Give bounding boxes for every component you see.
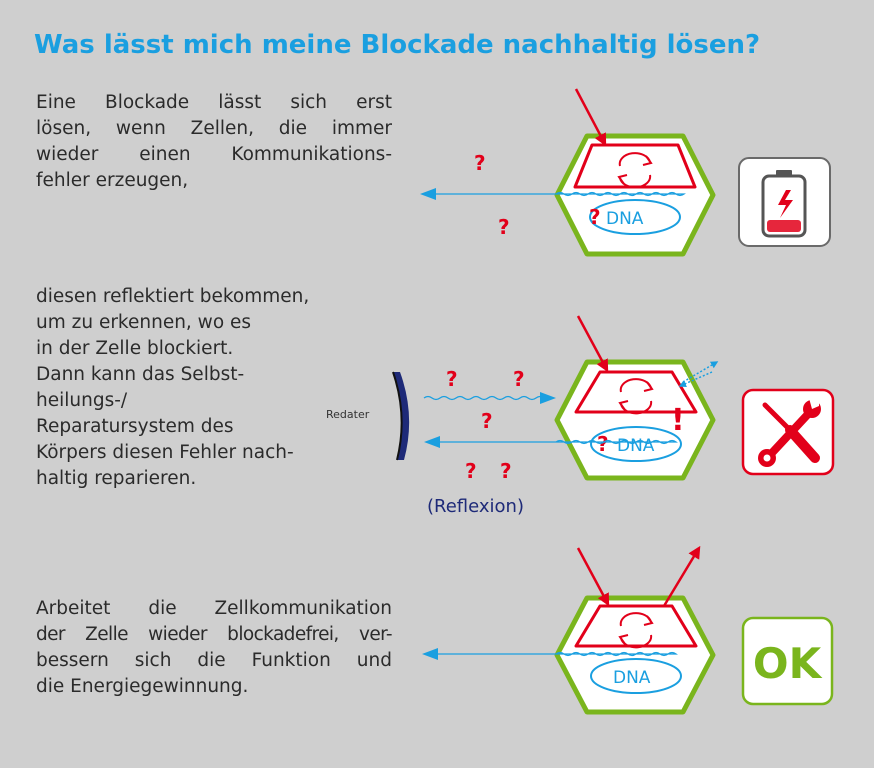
paragraph-line: Körpers diesen Fehler nach-: [36, 442, 294, 463]
dna-prefix-question-mark: ?: [597, 432, 609, 456]
paragraph-line: Reparatursystem des: [36, 416, 234, 437]
wave-arrowhead: [424, 436, 440, 448]
dna-ellipse: [589, 199, 681, 235]
outgoing-wave-arrow: [438, 439, 678, 445]
dna-label: DNA: [606, 209, 644, 229]
dna-label: DNA: [617, 436, 655, 456]
exclamation-mark: !: [671, 403, 685, 438]
outgoing-wave-arrow: [436, 651, 678, 657]
ok-label: OK: [753, 639, 823, 688]
repair-tools-icon: [741, 388, 835, 476]
paragraph-line: bessern sich die Funktion und: [36, 650, 392, 671]
cell-trapezoid: [574, 604, 698, 648]
dna-label: DNA: [613, 668, 651, 688]
paragraph-line: heilungs-/: [36, 390, 128, 411]
wave-arrowhead: [420, 188, 436, 200]
dotted-exchange-arrow: [682, 361, 719, 383]
question-mark: ?: [474, 151, 486, 175]
cell-2: ? DNA ! ? ? ? ? ? (Reflexion): [423, 315, 719, 517]
cycle-icon: [618, 612, 654, 649]
incoming-red-arrow: [574, 88, 607, 147]
question-mark: ?: [513, 367, 525, 391]
paragraph-line: Eine Blockade lässt sich erst: [36, 92, 392, 113]
paragraph-line: haltig reparieren.: [36, 468, 197, 489]
wave-arrowhead: [540, 392, 556, 404]
cycle-icon: [618, 378, 654, 415]
battery-low-icon: [738, 157, 831, 247]
dna-ellipse: [590, 658, 682, 694]
paragraph-line: Arbeitet die Zellkommunikation: [36, 598, 392, 619]
outgoing-red-arrow: [662, 545, 701, 607]
wave-arrowhead: [422, 648, 438, 660]
incoming-red-arrow: [576, 315, 609, 373]
redater-device: Redater: [326, 371, 410, 461]
paragraph-line: der Zelle wieder blockadefrei, ver-: [36, 624, 393, 645]
question-mark: ?: [446, 367, 458, 391]
paragraph-line: in der Zelle blockiert.: [36, 338, 234, 359]
incoming-wave-arrow: [423, 395, 546, 401]
reflexion-label: (Reflexion): [427, 496, 524, 517]
cell-3: DNA: [422, 545, 716, 715]
redater-label: Redater: [326, 408, 370, 421]
cell-trapezoid: [574, 370, 698, 414]
cycle-icon: [617, 152, 653, 189]
dotted-exchange-arrow: [678, 371, 713, 388]
dna-prefix-question-mark: ?: [589, 205, 601, 229]
cell-1: ? DNA ? ?: [420, 88, 716, 257]
outgoing-wave-arrow: [432, 191, 686, 197]
paragraph-line: lösen, wenn Zellen, die immer: [36, 118, 392, 139]
paragraph-line: diesen reflektiert bekommen,: [36, 286, 310, 307]
incoming-red-arrow: [576, 547, 610, 607]
cell-trapezoid: [573, 143, 697, 189]
ok-badge: OK: [741, 616, 834, 706]
paragraph-2: diesen reflektiert bekommen, um zu erken…: [36, 284, 376, 492]
question-mark: ?: [465, 459, 477, 483]
paragraph-line: Dann kann das Selbst-: [36, 364, 245, 385]
dna-ellipse: [590, 426, 682, 462]
question-mark: ?: [481, 409, 493, 433]
paragraph-3: Arbeitet die Zellkommunikation der Zelle…: [36, 596, 393, 700]
paragraph-line: fehler erzeugen,: [36, 170, 189, 191]
paragraph-1: Eine Blockade lässt sich erst lösen, wen…: [36, 90, 392, 194]
page-title: Was lässt mich meine Blockade nachhaltig…: [34, 30, 761, 60]
paragraph-line: die Energiegewinnung.: [36, 676, 249, 697]
question-mark: ?: [498, 215, 510, 239]
paragraph-line: wieder einen Kommunikations-: [36, 144, 392, 165]
question-mark: ?: [500, 459, 512, 483]
paragraph-line: um zu erkennen, wo es: [36, 312, 252, 333]
